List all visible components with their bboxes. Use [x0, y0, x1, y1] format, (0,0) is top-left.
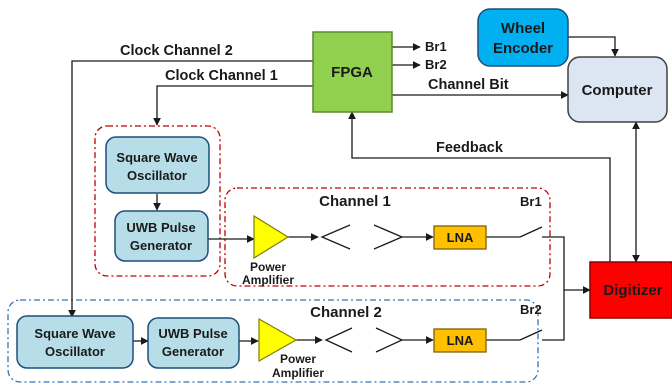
ch1-amp-label-2: Amplifier	[242, 273, 294, 287]
ch1-square-wave-block	[105, 136, 210, 194]
ch2-amp-label-1: Power	[280, 352, 316, 366]
channel-bit-label: Channel Bit	[428, 77, 509, 93]
br2-out-label: Br2	[425, 57, 447, 72]
ch1-square-wave-label-1: Square Wave	[116, 150, 197, 165]
ch1-power-amplifier-icon	[253, 214, 290, 260]
channel1-title: Channel 1	[319, 193, 391, 210]
clock-channel-1-line	[153, 85, 313, 126]
wheel-encoder-label-2: Encoder	[493, 40, 553, 57]
ch2-uwb-pulse-label-2: Generator	[162, 344, 224, 359]
ch1-switch-to-digitizer-line	[542, 236, 591, 294]
ch1-uwb-pulse-label-2: Generator	[130, 238, 192, 253]
clock-channel-2-line	[68, 60, 313, 318]
ch2-tx-antenna	[324, 327, 353, 353]
wheel-encoder-block	[477, 8, 569, 67]
clock-channel-1-label: Clock Channel 1	[165, 68, 278, 84]
br2-switch	[519, 329, 543, 341]
computer-label: Computer	[582, 82, 653, 99]
digitizer-block	[589, 261, 672, 319]
ch1-oscillator-group	[94, 125, 221, 277]
ch2-uwb-pulse-block	[147, 317, 240, 369]
br2-switch-label: Br2	[520, 302, 542, 317]
feedback-line	[348, 111, 611, 262]
wheel-encoder-label-1: Wheel	[501, 20, 545, 37]
ch1-amp-label-1: Power	[250, 260, 286, 274]
fpga-block	[312, 31, 393, 113]
ch2-rx-antenna	[375, 327, 404, 353]
channel2-title: Channel 2	[310, 304, 382, 321]
channel1-group	[224, 187, 551, 287]
digitizer-label: Digitizer	[603, 282, 662, 299]
ch2-lna-label: LNA	[447, 333, 474, 348]
clock-channel-2-label: Clock Channel 2	[120, 43, 233, 59]
fpga-label: FPGA	[331, 64, 373, 81]
br1-out-label: Br1	[425, 39, 447, 54]
ch1-uwb-pulse-block	[114, 210, 209, 262]
feedback-label: Feedback	[436, 140, 504, 156]
channel2-group	[7, 299, 539, 383]
ch1-uwb-pulse-label-1: UWB Pulse	[126, 220, 195, 235]
br1-switch-label: Br1	[520, 194, 542, 209]
encoder-to-computer-line	[568, 36, 619, 57]
ch2-uwb-pulse-label-1: UWB Pulse	[158, 326, 227, 341]
ch1-rx-antenna	[373, 224, 404, 250]
ch1-square-wave-label-2: Oscillator	[127, 168, 187, 183]
ch2-amp-label-2: Amplifier	[272, 366, 324, 380]
ch2-power-amplifier-icon	[258, 317, 298, 363]
ch2-square-wave-label-1: Square Wave	[34, 326, 115, 341]
computer-block	[567, 56, 668, 123]
ch1-lna-block	[433, 225, 487, 250]
ch2-lna-block	[433, 328, 487, 353]
ch1-lna-label: LNA	[447, 230, 474, 245]
ch1-tx-antenna	[320, 224, 351, 250]
br1-switch	[519, 226, 543, 238]
ch2-switch-to-digitizer-line	[542, 290, 565, 341]
ch2-square-wave-block	[16, 315, 134, 369]
ch2-square-wave-label-2: Oscillator	[45, 344, 105, 359]
